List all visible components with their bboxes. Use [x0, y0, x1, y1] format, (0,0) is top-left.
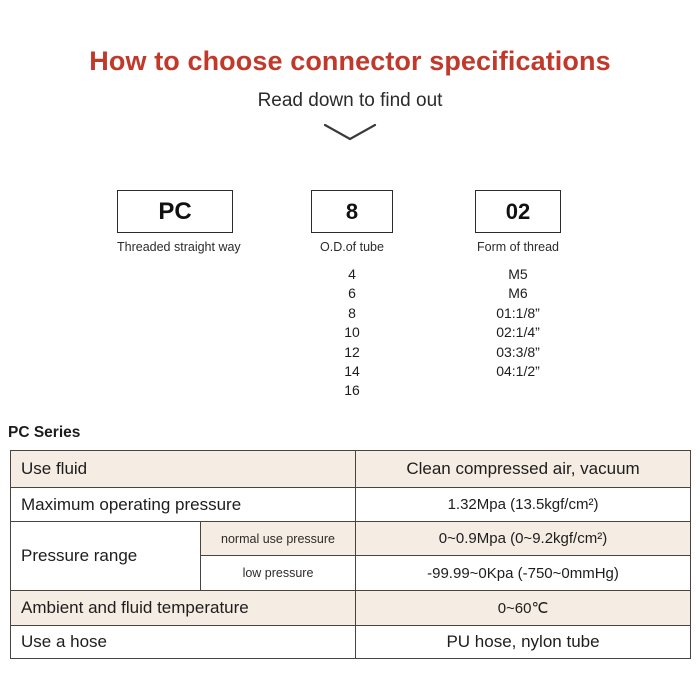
od-option: 12 — [344, 343, 360, 360]
thread-option: 02:1/4” — [496, 324, 540, 341]
spec-value: PU hose, nylon tube — [355, 625, 692, 659]
spec-table: Use fluid Clean compressed air, vacuum M… — [9, 450, 692, 659]
code-box-thread: 02 — [475, 190, 561, 233]
spec-label: Pressure range — [10, 521, 201, 591]
table-row: Use fluid Clean compressed air, vacuum — [9, 450, 692, 488]
table-row: Maximum operating pressure 1.32Mpa (13.5… — [9, 487, 692, 522]
spec-label: Ambient and fluid temperature — [9, 590, 357, 626]
thread-option: 04:1/2” — [496, 363, 540, 380]
chevron-down-icon — [0, 122, 700, 144]
od-option: 14 — [344, 363, 360, 380]
table-row: Use a hose PU hose, nylon tube — [9, 625, 692, 659]
od-option: 8 — [348, 304, 356, 321]
code-caption-series: Threaded straight way — [117, 240, 241, 254]
thread-option: 03:3/8” — [496, 343, 540, 360]
od-option: 16 — [344, 382, 360, 399]
spec-label: Maximum operating pressure — [9, 487, 357, 522]
table-row: Pressure range normal use pressure 0~0.9… — [10, 521, 692, 591]
page-subtitle: Read down to find out — [257, 90, 443, 111]
series-label: PC Series — [8, 424, 81, 441]
code-box-od: 8 — [311, 190, 393, 233]
od-option: 4 — [348, 266, 356, 282]
spec-value: -99.99~0Kpa (-750~0mmHg) — [355, 555, 692, 591]
page-title: How to choose connector specifications — [89, 46, 611, 76]
spec-sub-label: low pressure — [199, 555, 357, 591]
spec-value: 1.32Mpa (13.5kgf/cm²) — [355, 487, 692, 522]
od-option: 10 — [344, 324, 360, 341]
code-box-series: PC — [117, 190, 233, 233]
table-row: Ambient and fluid temperature 0~60℃ — [9, 590, 692, 626]
table-row: low pressure -99.99~0Kpa (-750~0mmHg) — [11, 555, 692, 591]
spec-label: Use a hose — [9, 625, 357, 659]
spec-value: 0~60℃ — [355, 590, 692, 626]
thread-option: M5 — [508, 266, 528, 282]
spec-sub-label: normal use pressure — [199, 521, 357, 556]
code-caption-thread: Form of thread — [477, 240, 559, 254]
od-option-list: 4 6 8 10 12 14 16 — [311, 265, 393, 401]
thread-option: 01:1/8” — [496, 304, 540, 321]
spec-value: 0~0.9Mpa (0~9.2kgf/cm²) — [355, 521, 692, 556]
od-option: 6 — [348, 285, 356, 302]
thread-option: M6 — [508, 285, 528, 302]
code-caption-od: O.D.of tube — [320, 240, 384, 254]
spec-value: Clean compressed air, vacuum — [355, 450, 692, 488]
thread-option-list: M5 M6 01:1/8” 02:1/4” 03:3/8” 04:1/2” — [462, 265, 574, 381]
spec-label: Use fluid — [9, 450, 357, 488]
